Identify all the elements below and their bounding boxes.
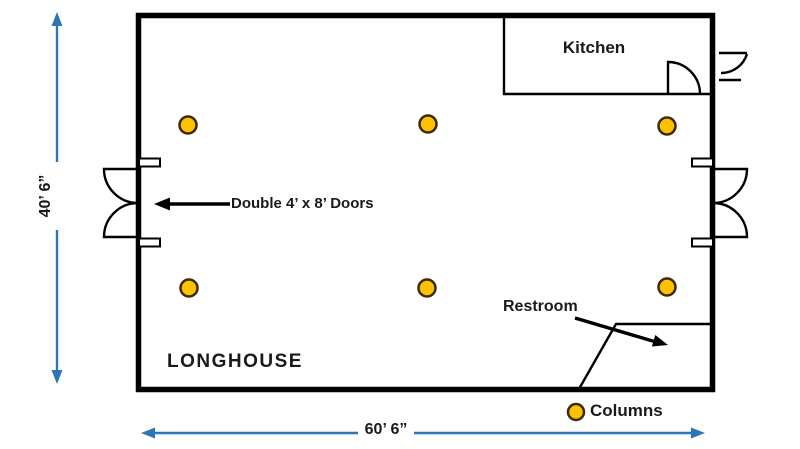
left-door-jamb-bottom <box>138 237 161 248</box>
left-double-door-bottom <box>102 201 139 239</box>
width-dimension-label: 60’ 6” <box>364 421 408 438</box>
height-dimension-arrowhead-down-icon <box>51 370 63 384</box>
right-double-door-bottom <box>712 201 749 239</box>
column-marker <box>178 115 198 135</box>
width-dimension-arrowhead-right-icon <box>691 427 705 439</box>
columns-legend-label: Columns <box>590 401 663 420</box>
left-double-door-top <box>102 167 139 205</box>
width-dimension-arrowhead-left-icon <box>141 427 155 439</box>
kitchen-room-label: Kitchen <box>562 38 626 57</box>
doors-arrowhead-icon <box>154 197 170 211</box>
restroom-room-label: Restroom <box>503 298 578 315</box>
column-marker <box>657 116 677 136</box>
exterior-door-top-right <box>719 51 749 82</box>
restroom-arrowhead-icon <box>651 335 668 347</box>
column-marker <box>418 114 438 134</box>
legend-column-icon <box>566 402 586 422</box>
height-dimension-label: 40’ 6” <box>37 174 54 218</box>
right-door-jamb-top <box>691 157 714 168</box>
right-door-jamb-bottom <box>691 237 714 248</box>
double-doors-annotation-label: Double 4’ x 8’ Doors <box>231 195 374 212</box>
building-name-label: LONGHOUSE <box>167 351 303 372</box>
columns-group <box>178 114 677 298</box>
restroom-walls <box>577 322 712 390</box>
left-door-jamb-top <box>138 157 161 168</box>
height-dimension-arrowhead-up-icon <box>51 12 63 26</box>
kitchen-walls <box>502 16 712 96</box>
building-outline <box>135 12 716 393</box>
kitchen-door <box>666 60 702 95</box>
restroom-arrow <box>574 316 657 344</box>
right-double-door-top <box>712 167 749 205</box>
column-marker <box>179 278 199 298</box>
column-marker <box>417 278 437 298</box>
column-marker <box>657 277 677 297</box>
